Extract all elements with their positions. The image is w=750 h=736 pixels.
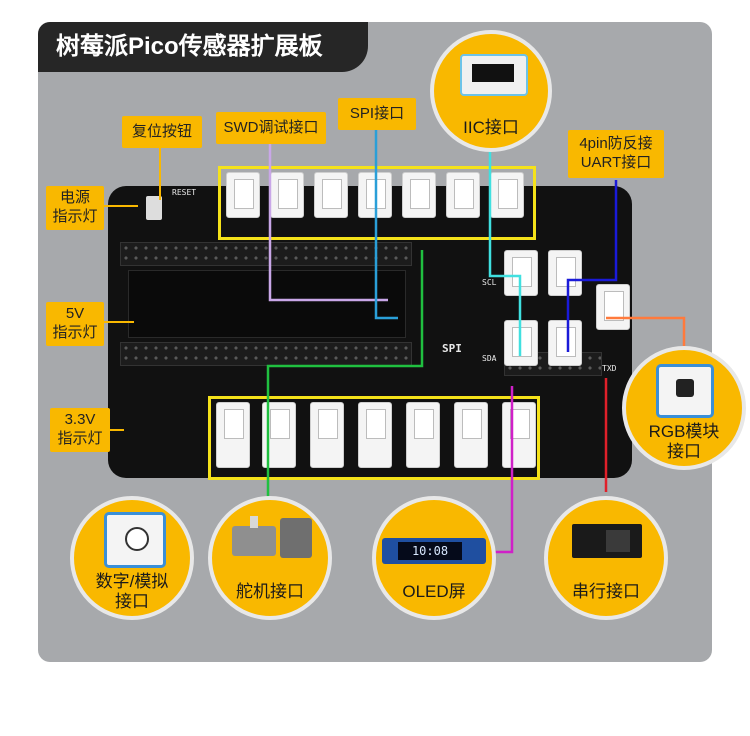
- pin-header-mid: [120, 342, 412, 366]
- oled-screen-icon: 10:08: [382, 538, 486, 564]
- txd-silkscreen: TXD: [602, 364, 617, 373]
- label-power-led-text: 电源 指示灯: [52, 189, 98, 225]
- connector-top-3: [314, 172, 348, 218]
- spi-callout-line: [374, 126, 398, 320]
- circle-rgb: RGB模块 接口: [622, 346, 746, 470]
- connector-bottom-5: [406, 402, 440, 468]
- connector-top-5: [402, 172, 436, 218]
- pin-header-top: [120, 242, 412, 266]
- label-spi: SPI接口: [338, 98, 416, 130]
- iic-display-screen: [472, 64, 514, 82]
- servo-icon-shaft: [250, 516, 258, 528]
- circle-serial: 串行接口: [544, 496, 668, 620]
- scl-silkscreen: SCL: [482, 278, 497, 287]
- servo-bracket-icon: [280, 518, 312, 558]
- label-33v-led-text: 3.3V 指示灯: [57, 411, 103, 447]
- serial-module-icon: [572, 524, 642, 558]
- iic-callout-line: [488, 150, 522, 356]
- rgb-module-chip: [676, 379, 694, 397]
- reset-button: [146, 196, 162, 220]
- oled-callout-line: [490, 386, 514, 554]
- servo-callout-line: [266, 250, 424, 500]
- connector-bottom-6: [454, 402, 488, 468]
- circle-iic: IIC接口: [430, 30, 552, 152]
- connector-iic-4: [548, 320, 582, 366]
- rgb-label-text: RGB模块 接口: [648, 422, 720, 462]
- serial-module-chip: [606, 530, 630, 552]
- digital-module-icon: [104, 512, 166, 568]
- digital-analog-label-text: 数字/模拟 接口: [95, 572, 169, 612]
- label-uart-text: 4pin防反接 UART接口: [579, 135, 653, 171]
- rgb-callout-line: [606, 316, 686, 350]
- sda-silkscreen: SDA: [482, 354, 497, 363]
- connector-bottom-1: [216, 402, 250, 468]
- uart-callout-line: [566, 180, 618, 352]
- label-5v-led-text: 5V 指示灯: [52, 305, 98, 341]
- servo-label-text: 舵机接口: [236, 582, 304, 601]
- swd-callout-line: [268, 142, 388, 302]
- oled-screen-display: 10:08: [398, 542, 462, 560]
- serial-label-text: 串行接口: [572, 582, 640, 601]
- oled-label-text: OLED屏: [402, 582, 466, 601]
- connector-top-6: [446, 172, 480, 218]
- connector-top-2: [270, 172, 304, 218]
- servo-icon: [232, 526, 276, 556]
- bottom-highlight-box: [208, 396, 540, 480]
- page-title: 树莓派Pico传感器扩展板: [38, 22, 368, 72]
- pico-module: [128, 270, 406, 338]
- circle-servo: 舵机接口: [208, 496, 332, 620]
- connector-top-1: [226, 172, 260, 218]
- circle-digital-analog: 数字/模拟 接口: [70, 496, 194, 620]
- label-swd: SWD调试接口: [216, 112, 326, 144]
- label-uart: 4pin防反接 UART接口: [568, 130, 664, 178]
- reset-silkscreen: RESET: [172, 188, 197, 197]
- connector-top-7: [490, 172, 524, 218]
- pico-sensor-board: RESET SPI SCL SDA TXD: [108, 186, 632, 478]
- circle-oled: 10:08 OLED屏: [372, 496, 496, 620]
- label-33v-led: 3.3V 指示灯: [50, 408, 110, 452]
- connector-bottom-3: [310, 402, 344, 468]
- iic-display-icon: [460, 54, 528, 96]
- label-reset-button: 复位按钮: [122, 116, 202, 148]
- spi-silkscreen: SPI: [442, 342, 462, 355]
- rgb-module-icon: [656, 364, 714, 418]
- iic-label-text: IIC接口: [463, 118, 519, 137]
- connector-uart: [596, 284, 630, 330]
- connector-bottom-4: [358, 402, 392, 468]
- digital-module-knob: [125, 527, 149, 551]
- connector-bottom-7: [502, 402, 536, 468]
- label-power-led: 电源 指示灯: [46, 186, 104, 230]
- label-5v-led: 5V 指示灯: [46, 302, 104, 346]
